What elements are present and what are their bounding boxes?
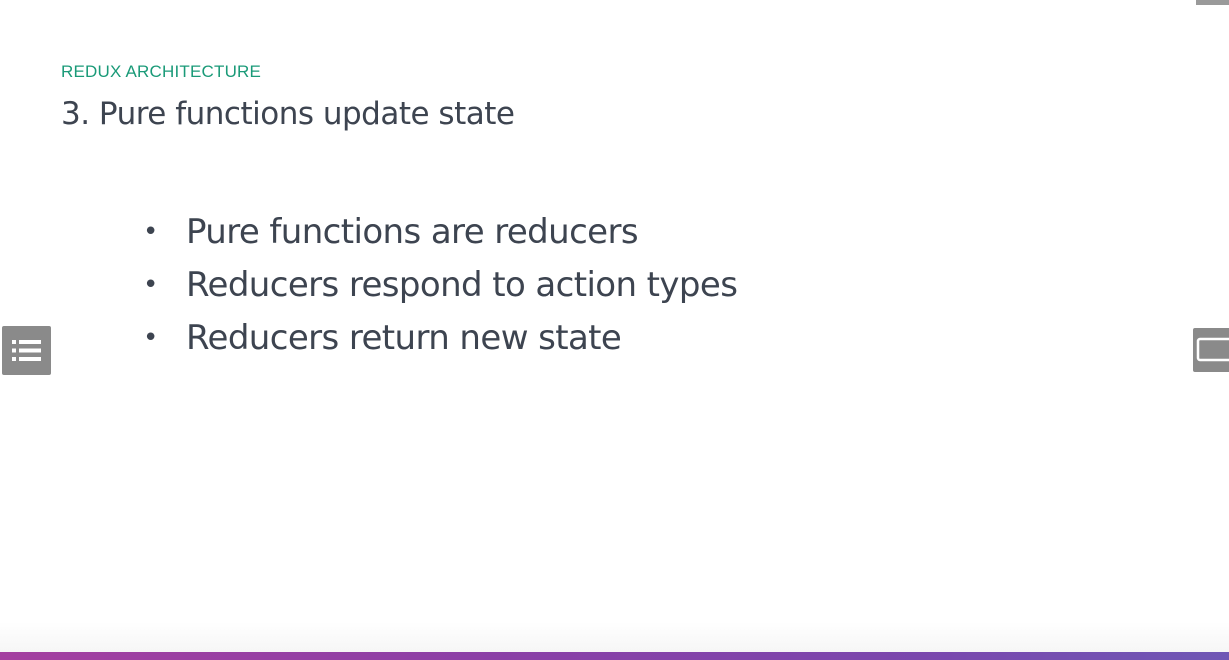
- bullet-text: Pure functions are reducers: [186, 211, 639, 252]
- bullet-marker: •: [143, 216, 159, 247]
- slide-title: 3. Pure functions update state: [61, 96, 515, 132]
- bullet-item: • Reducers respond to action types: [140, 258, 738, 311]
- bullet-text: Reducers respond to action types: [186, 264, 738, 305]
- bullet-text: Reducers return new state: [186, 317, 622, 358]
- bullet-item: • Reducers return new state: [140, 311, 737, 364]
- bullet-marker: •: [143, 322, 159, 353]
- top-right-tab[interactable]: [1196, 0, 1229, 5]
- window-icon: [1196, 337, 1229, 362]
- bullet-item: • Pure functions are reducers: [140, 205, 737, 258]
- list-icon: [12, 340, 41, 361]
- bullet-list: • Pure functions are reducers • Reducers…: [140, 205, 738, 364]
- bottom-fade: [0, 622, 1229, 652]
- section-label: REDUX ARCHITECTURE: [61, 62, 262, 81]
- window-toggle-button[interactable]: [1193, 328, 1229, 372]
- bullet-marker: •: [143, 269, 159, 300]
- table-of-contents-button[interactable]: [2, 326, 51, 375]
- progress-bar: [0, 652, 1229, 660]
